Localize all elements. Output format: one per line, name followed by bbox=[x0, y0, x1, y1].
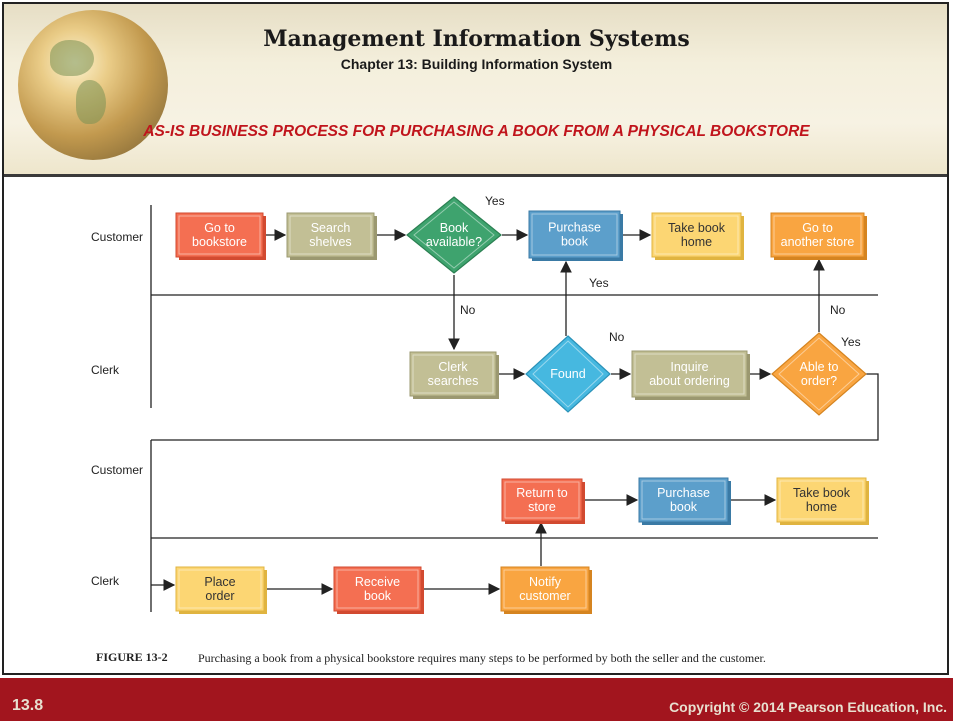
slide-number: 13.8 bbox=[12, 697, 44, 714]
node-label: Purchase bbox=[657, 486, 710, 500]
node-label: Clerk bbox=[438, 360, 468, 374]
node-label: Found bbox=[550, 367, 585, 381]
node-box bbox=[638, 477, 729, 523]
node-box bbox=[500, 566, 590, 612]
node-diamond bbox=[406, 196, 502, 274]
course-title: Management Information Systems bbox=[263, 26, 690, 52]
edge-able-to-order-to-place-order-wrap bbox=[151, 373, 879, 441]
node-label: home bbox=[681, 235, 712, 249]
node-label: Purchase bbox=[548, 221, 601, 235]
lane-label-0: Customer bbox=[91, 230, 143, 244]
node-diamond bbox=[771, 332, 867, 416]
node-box bbox=[286, 212, 375, 258]
node-box bbox=[501, 478, 583, 522]
node-label: Inquire bbox=[670, 360, 708, 374]
node-box bbox=[175, 212, 264, 258]
node-label: Return to bbox=[516, 486, 567, 500]
node-box bbox=[631, 350, 748, 398]
node-label: customer bbox=[519, 589, 570, 603]
figure-number: FIGURE 13-2 bbox=[96, 650, 168, 664]
edge-found-to-purchase-book-1-label: Yes bbox=[589, 276, 609, 290]
node-box bbox=[528, 210, 621, 259]
node-box bbox=[776, 477, 867, 523]
slide-subtitle: AS-IS BUSINESS PROCESS FOR PURCHASING A … bbox=[143, 123, 810, 140]
node-label: store bbox=[528, 500, 556, 514]
node-label: Place bbox=[204, 575, 235, 589]
node-label: available? bbox=[426, 235, 482, 249]
header-divider bbox=[4, 174, 947, 177]
node-label: Take book bbox=[793, 486, 851, 500]
node-label: book bbox=[561, 235, 589, 249]
chapter-title: Chapter 13: Building Information System bbox=[340, 56, 613, 72]
node-box bbox=[333, 566, 422, 612]
node-label: order bbox=[205, 589, 234, 603]
edge-book-available-to-purchase-book-1-label: Yes bbox=[485, 194, 505, 208]
node-label: Book bbox=[440, 221, 469, 235]
node-label: Notify bbox=[529, 575, 562, 589]
lane-label-2: Customer bbox=[91, 463, 143, 477]
copyright-notice: Copyright © 2014 Pearson Education, Inc. bbox=[669, 699, 947, 715]
node-label: about ordering bbox=[649, 374, 730, 388]
lane-label-1: Clerk bbox=[91, 363, 120, 377]
node-label: book bbox=[670, 500, 698, 514]
node-label: home bbox=[806, 500, 837, 514]
node-label: shelves bbox=[309, 235, 351, 249]
node-label: order? bbox=[801, 374, 837, 388]
node-box bbox=[770, 212, 865, 258]
node-label: bookstore bbox=[192, 235, 247, 249]
node-box bbox=[409, 351, 497, 397]
figure-caption: FIGURE 13-2 Purchasing a book from a phy… bbox=[96, 650, 906, 666]
node-found: Found bbox=[525, 335, 611, 413]
edge-able-to-order-to-place-order-label: Yes bbox=[841, 335, 861, 349]
node-label: Able to bbox=[800, 360, 839, 374]
node-box bbox=[651, 212, 742, 258]
edge-found-to-inquire-ordering-label: No bbox=[609, 330, 625, 344]
node-box bbox=[175, 566, 265, 612]
figure-caption-text: Purchasing a book from a physical bookst… bbox=[198, 651, 766, 665]
footer-band bbox=[0, 678, 953, 721]
node-label: book bbox=[364, 589, 392, 603]
node-diamond bbox=[525, 335, 611, 413]
lane-label-3: Clerk bbox=[91, 574, 120, 588]
globe-logo bbox=[18, 10, 168, 160]
node-label: Go to bbox=[204, 221, 235, 235]
node-label: Search bbox=[311, 221, 351, 235]
node-label: Take book bbox=[668, 221, 726, 235]
node-label: Receive bbox=[355, 575, 400, 589]
edge-able-to-order-to-go-another-store-label: No bbox=[830, 303, 846, 317]
edge-book-available-to-clerk-searches-label: No bbox=[460, 303, 476, 317]
node-label: Go to bbox=[802, 221, 833, 235]
node-label: another store bbox=[781, 235, 855, 249]
node-label: searches bbox=[428, 374, 479, 388]
slide-frame bbox=[2, 2, 949, 675]
